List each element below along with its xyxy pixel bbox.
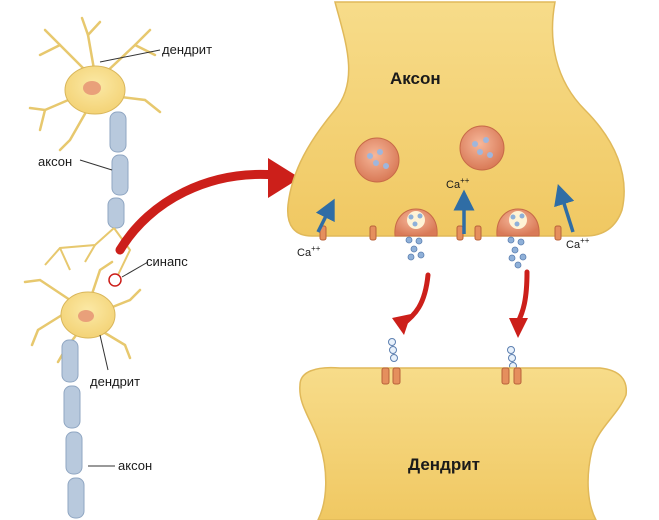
vesicle-1 xyxy=(355,138,399,182)
presynaptic-terminal xyxy=(288,2,624,236)
label-axon-top: аксон xyxy=(38,154,72,169)
vesicle-2 xyxy=(460,126,504,170)
label-dendrite-top: дендрит xyxy=(162,42,212,57)
release-arrow-head-2 xyxy=(509,318,528,338)
label-dendrite-bottom: дендрит xyxy=(90,374,140,389)
release-arrow-head-1 xyxy=(392,314,411,335)
synapse-marker xyxy=(109,274,121,286)
neuron-bottom xyxy=(25,262,140,518)
postsynaptic-dendrite xyxy=(300,368,626,520)
zoom-arrow xyxy=(120,174,275,250)
neuron-top xyxy=(30,18,160,275)
title-dendrite: Дендрит xyxy=(408,455,480,474)
nucleus-top xyxy=(83,81,101,95)
neurotransmitter-release xyxy=(406,237,526,268)
nucleus-bottom xyxy=(78,310,94,322)
release-arrows xyxy=(402,272,527,325)
label-axon-bottom: аксон xyxy=(118,458,152,473)
title-axon: Аксон xyxy=(390,69,441,88)
bound-neurotransmitter xyxy=(389,339,517,370)
ca-label-right: Ca++ xyxy=(566,236,590,251)
axon-bottom xyxy=(62,340,84,518)
ca-label-left: Ca++ xyxy=(297,244,321,259)
label-synapse: синапс xyxy=(146,254,188,269)
